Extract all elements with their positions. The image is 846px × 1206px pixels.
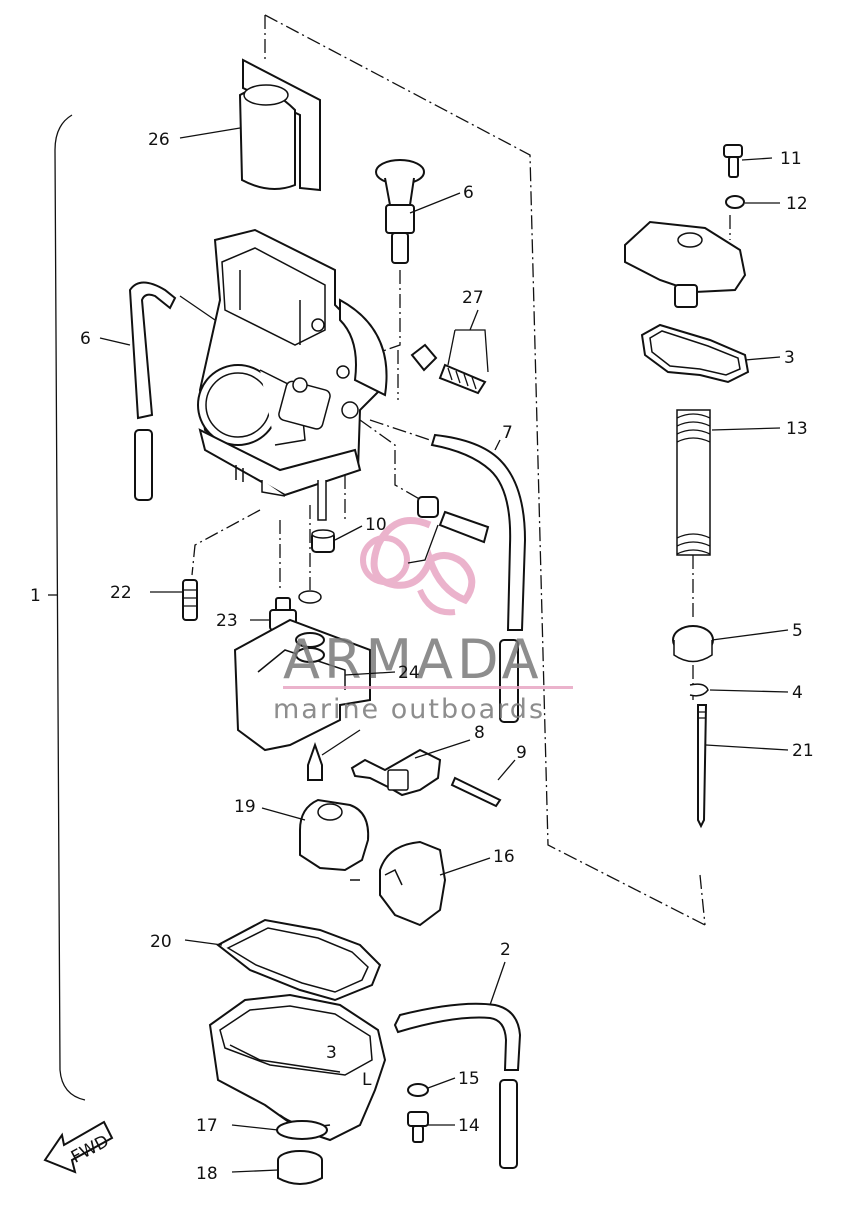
callout-21: 21	[792, 741, 814, 761]
part-6-hose-left	[128, 281, 216, 501]
callout-2: 2	[500, 940, 511, 960]
callout-6-right: 7	[502, 423, 513, 443]
carburetor-body	[197, 228, 388, 521]
part-2-hose	[393, 1002, 522, 1169]
part-16-float	[379, 840, 447, 927]
bowl-mark-l: L	[362, 1070, 372, 1090]
callout-7: 6	[463, 183, 474, 203]
part-6-hose-right	[430, 433, 527, 723]
callout-19: 19	[234, 797, 256, 817]
callout-4: 4	[792, 683, 803, 703]
part-19-float	[299, 798, 370, 881]
part-26-air-screw	[410, 343, 487, 395]
watermark-divider	[283, 686, 573, 689]
callout-26: 27	[462, 288, 484, 308]
part-11-screw	[723, 144, 743, 178]
callout-5: 5	[792, 621, 803, 641]
part-21-jet-needle	[697, 704, 708, 829]
callout-8: 8	[474, 723, 485, 743]
part-17-bowl-boss	[276, 1120, 328, 1140]
callout-25: 26	[148, 130, 170, 150]
part-18-drain-plug	[277, 1150, 323, 1185]
callout-10: 10	[365, 515, 387, 535]
callout-23: 23	[216, 611, 238, 631]
part-24-needle-jet-housing	[233, 618, 371, 752]
part-5-clip-holder	[672, 625, 714, 663]
part-22-pilot-jet	[182, 579, 198, 621]
callout-17: 17	[196, 1116, 218, 1136]
callout-20: 20	[150, 932, 172, 952]
part-12-washer	[725, 195, 745, 209]
armada-watermark: ARMADA marine outboards	[273, 517, 573, 725]
callout-6-left: 6	[80, 329, 91, 349]
fwd-arrow-icon: FWD	[43, 1120, 114, 1174]
part-25-throttle-valve	[238, 58, 321, 192]
callout-labels: 26 6 6 27 7 10 1 22 23 24 8 9 19 16 20 2…	[30, 130, 814, 1184]
part-27-screw	[417, 496, 490, 544]
part-4-clip	[689, 683, 709, 697]
armada-logo-icon	[360, 517, 476, 616]
callout-11: 11	[780, 149, 802, 169]
part-7-adjust-screw	[375, 159, 425, 264]
watermark-brand: ARMADA	[283, 628, 543, 691]
group-bracket	[54, 114, 86, 1101]
part-3-gasket	[640, 323, 750, 384]
callout-13: 13	[786, 419, 808, 439]
callout-22: 22	[110, 583, 132, 603]
part-10-nut	[311, 529, 335, 553]
part-cover-cap	[624, 220, 747, 308]
callout-16: 16	[493, 847, 515, 867]
part-14-screw	[407, 1111, 429, 1143]
callout-1: 1	[30, 586, 41, 606]
callout-14: 14	[458, 1116, 480, 1136]
float-bowl: 3 L	[208, 993, 387, 1142]
bowl-mark-3: 3	[326, 1043, 337, 1063]
part-15-washer	[407, 1083, 429, 1097]
callout-15: 15	[458, 1069, 480, 1089]
needle-valve	[307, 729, 361, 781]
callout-9: 9	[516, 743, 527, 763]
callout-3: 3	[784, 348, 795, 368]
part-13-spring	[676, 409, 711, 556]
watermark-tagline: marine outboards	[273, 694, 545, 725]
o-ring	[298, 590, 322, 604]
callout-18: 18	[196, 1164, 218, 1184]
leader-lines	[48, 127, 789, 1173]
callout-12: 12	[786, 194, 808, 214]
part-9-float-pin	[450, 776, 502, 808]
part-8-float-arm	[350, 748, 442, 797]
callout-24: 24	[398, 663, 420, 683]
